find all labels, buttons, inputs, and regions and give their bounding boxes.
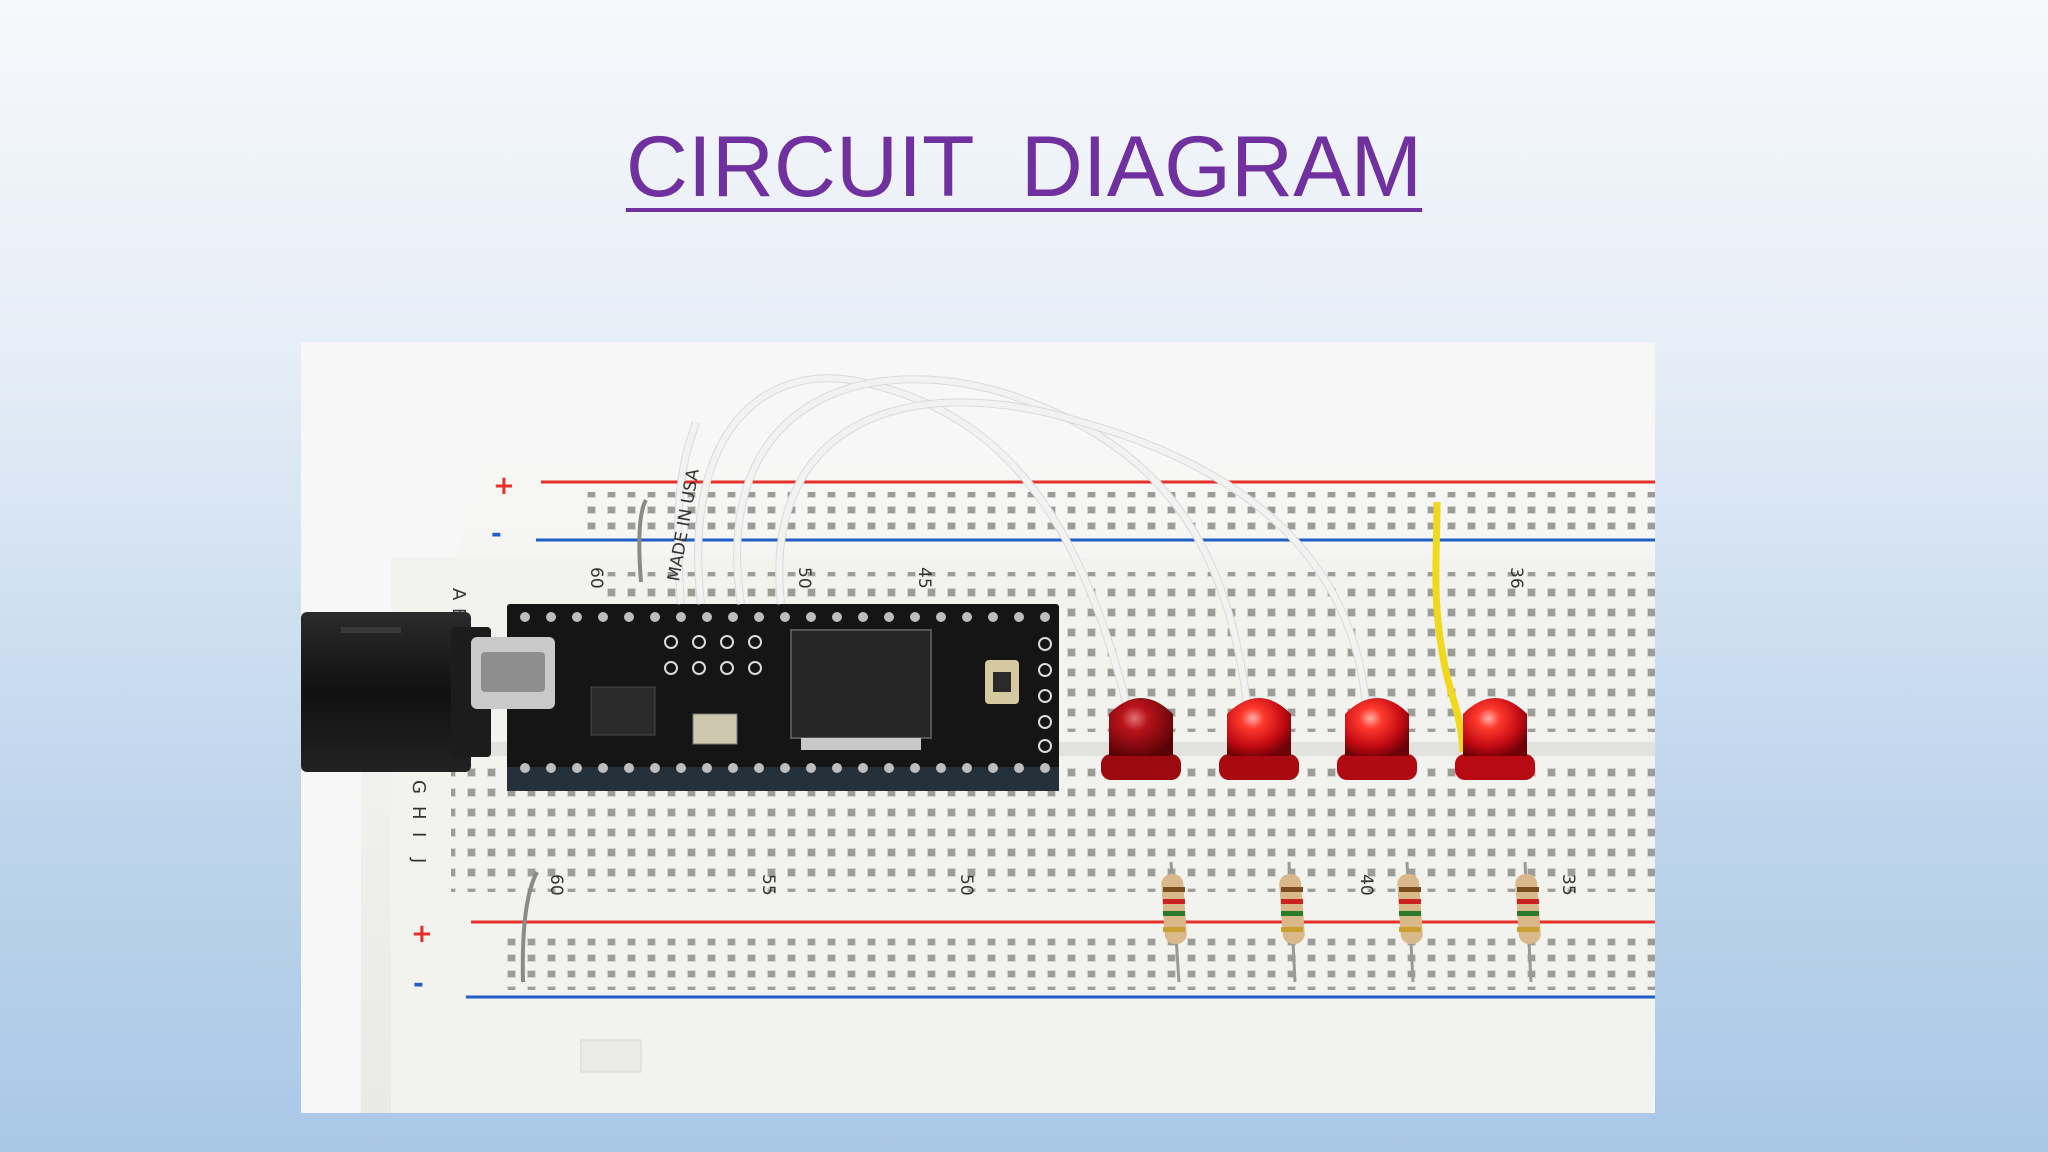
- row-letter-g: G: [408, 780, 429, 794]
- col-number-bottom-35: 35: [1558, 874, 1578, 896]
- led-1: [1101, 698, 1181, 780]
- row-letter-j: J: [408, 857, 429, 863]
- pin-header-bottom: [520, 763, 1050, 773]
- bottom-rail-holes: [501, 934, 1655, 990]
- white-wires: [674, 374, 1371, 723]
- pads: [664, 635, 762, 675]
- bottom-minus-sign: -: [413, 969, 424, 999]
- row-letter-a: A: [448, 588, 469, 601]
- col-number-top-45: 45: [914, 567, 934, 589]
- slide-title-text: CIRCUIT DIAGRAM: [625, 119, 1423, 215]
- col-number-top-36: 36: [1506, 567, 1526, 589]
- led-4: [1455, 698, 1535, 780]
- col-number-top-60: 60: [586, 567, 606, 589]
- col-number-bottom-50: 50: [956, 874, 976, 896]
- resistor-3: [1397, 861, 1423, 983]
- yellow-wire: [1432, 501, 1467, 753]
- usb-cable: [301, 612, 491, 772]
- row-letter-i: I: [408, 832, 429, 837]
- resistor-4: [1515, 861, 1541, 983]
- resistor-1: [1161, 861, 1187, 983]
- resistor-2: [1279, 861, 1305, 983]
- photo-illustration: + - + - A B G H I J 60 50 45 36 60 55 50…: [301, 342, 1655, 1113]
- col-number-bottom-55: 55: [758, 874, 778, 896]
- slide-title: CIRCUIT DIAGRAM: [0, 118, 2048, 217]
- col-number-bottom-60: 60: [546, 874, 566, 896]
- led-3: [1337, 698, 1417, 780]
- small-chip: [590, 686, 656, 736]
- breadboard-tab: [580, 1039, 642, 1073]
- top-plus-sign: +: [493, 471, 515, 501]
- crystal: [692, 713, 738, 745]
- pin-header-top: [520, 612, 1050, 622]
- top-minus-sign: -: [491, 519, 502, 549]
- row-letter-h: H: [408, 806, 429, 820]
- led-2: [1219, 698, 1299, 780]
- microcontroller-board: [471, 604, 1059, 791]
- bottom-plus-sign: +: [411, 919, 433, 949]
- jumper-wire-top: [637, 498, 648, 583]
- top-rail-holes: [581, 492, 1655, 532]
- jumper-wire-bottom: [520, 871, 539, 983]
- col-number-bottom-40: 40: [1356, 874, 1376, 896]
- pin-header-right: [1038, 637, 1052, 753]
- col-number-top-50: 50: [794, 567, 814, 589]
- main-chip: [790, 629, 932, 739]
- breadboard-circuit-photo: + - + - A B G H I J 60 50 45 36 60 55 50…: [301, 342, 1655, 1113]
